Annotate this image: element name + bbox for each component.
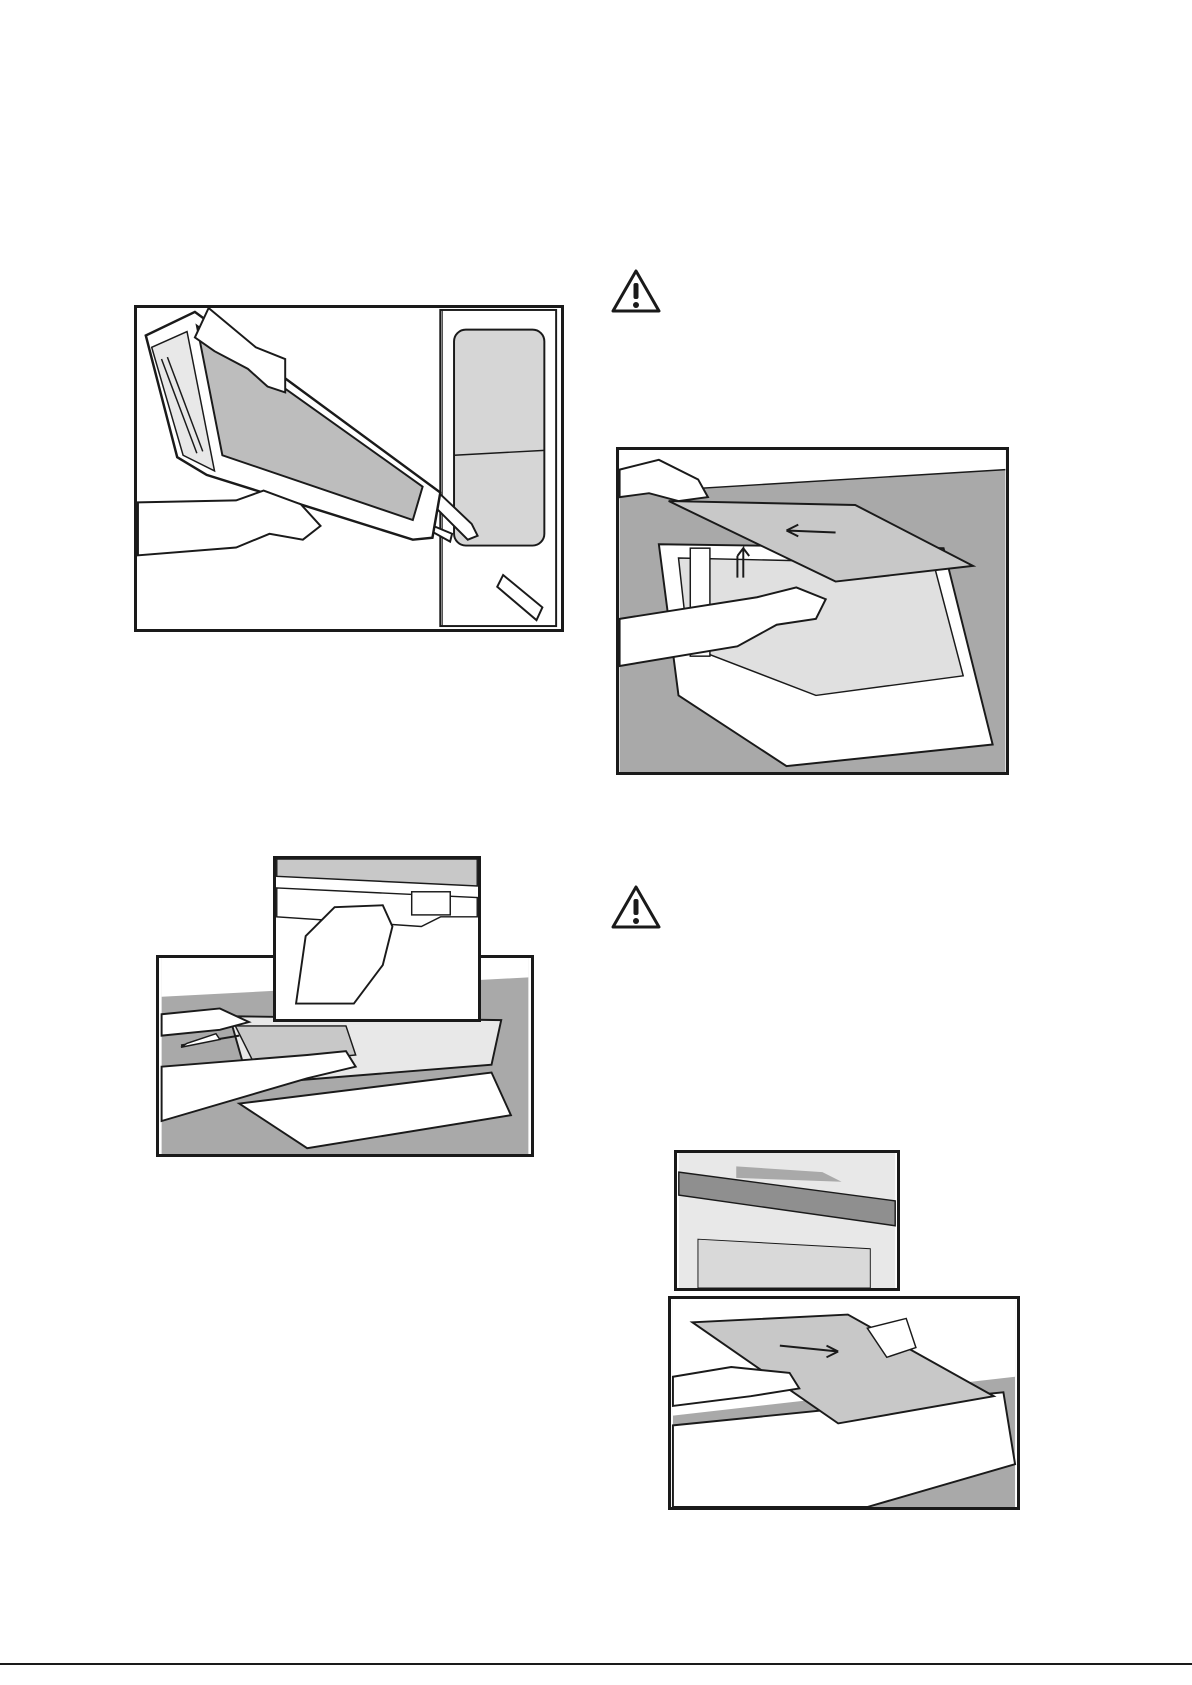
figure-glass-panel-insert-inset: [674, 1150, 900, 1291]
warning-triangle-icon: [610, 884, 662, 930]
figure-door-clip-inset: [273, 856, 481, 1022]
oven-door-removal-illustration: [137, 308, 561, 629]
figure-door-removal: [134, 305, 564, 632]
glass-panel-insert-illustration: [671, 1299, 1017, 1507]
glass-panel-insert-inset-illustration: [677, 1153, 897, 1288]
glass-panel-lift-illustration: [619, 450, 1006, 772]
warning-triangle-icon: [610, 268, 662, 314]
figure-glass-panel-insert: [668, 1296, 1020, 1510]
door-clip-inset-illustration: [276, 859, 478, 1019]
figure-glass-panel-lift: [616, 447, 1009, 775]
footer-rule: [0, 1663, 1192, 1665]
